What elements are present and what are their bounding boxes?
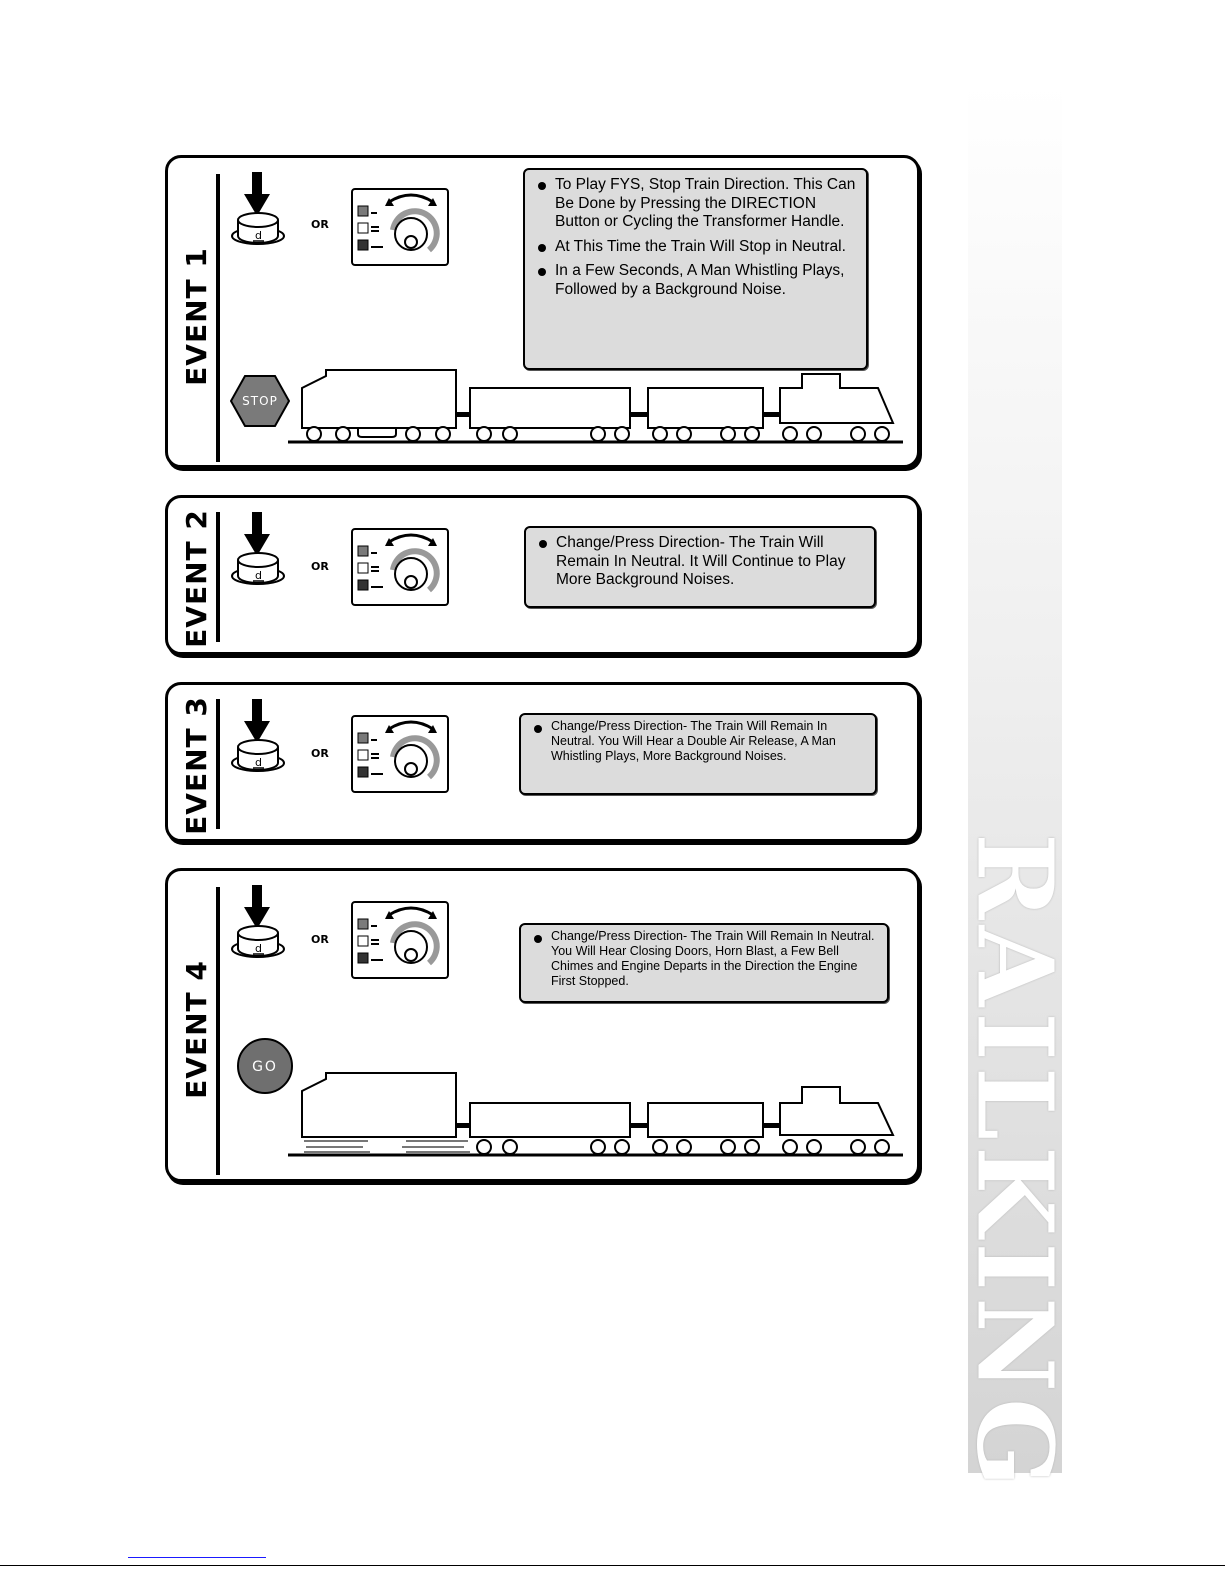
event-title: EVENT 4 xyxy=(179,959,213,1099)
event-panel-4: EVENT 4 d OR Change/Press Direction- The… xyxy=(165,868,920,1182)
note-item: To Play FYS, Stop Train Direction. This … xyxy=(538,176,856,231)
svg-text:GO: GO xyxy=(252,1059,278,1075)
instruction-note: Change/Press Direction- The Train Will R… xyxy=(524,526,876,608)
event-title: EVENT 2 xyxy=(179,509,213,648)
event-panel-3: EVENT 3 d OR Change/Press Direction- The… xyxy=(165,682,920,842)
brand-sidebar: RAILKING xyxy=(953,83,1077,1493)
direction-button-icon: d xyxy=(231,885,285,958)
svg-text:d: d xyxy=(255,229,262,242)
event-title: EVENT 1 xyxy=(179,246,213,386)
svg-text:d: d xyxy=(255,756,262,769)
event-panel-1: EVENT 1 d OR To Play FYS, Stop Train Dir… xyxy=(165,155,920,468)
footer-rule xyxy=(0,1565,1225,1566)
or-label: OR xyxy=(311,560,329,573)
note-item: Change/Press Direction- The Train Will R… xyxy=(539,534,864,590)
event-title: EVENT 3 xyxy=(179,696,213,835)
instruction-note: Change/Press Direction- The Train Will R… xyxy=(519,923,889,1003)
footer-link-line xyxy=(128,1557,266,1558)
transformer-handle-icon xyxy=(351,715,449,793)
transformer-handle-icon xyxy=(351,528,449,606)
event-panel-2: EVENT 2 d OR Change/Press Direction- The… xyxy=(165,495,920,655)
brand-logo: RAILKING xyxy=(953,833,1077,1493)
instruction-note: Change/Press Direction- The Train Will R… xyxy=(519,713,877,795)
or-label: OR xyxy=(311,933,329,946)
stop-sign-icon: STOP xyxy=(230,375,290,427)
note-item: Change/Press Direction- The Train Will R… xyxy=(534,719,865,764)
go-sign-icon: GO xyxy=(237,1038,293,1094)
direction-button-icon: d xyxy=(231,172,285,245)
train-icon xyxy=(288,1072,903,1157)
or-label: OR xyxy=(311,747,329,760)
svg-text:STOP: STOP xyxy=(242,394,278,408)
svg-text:d: d xyxy=(255,942,262,955)
instruction-note: To Play FYS, Stop Train Direction. This … xyxy=(523,168,868,370)
train-icon xyxy=(288,369,903,444)
note-item: Change/Press Direction- The Train Will R… xyxy=(534,929,877,989)
transformer-handle-icon xyxy=(351,188,449,266)
divider-line xyxy=(216,174,220,462)
divider-line xyxy=(216,887,220,1175)
direction-button-icon: d xyxy=(231,512,285,585)
direction-button-icon: d xyxy=(231,699,285,772)
note-item: In a Few Seconds, A Man Whistling Plays,… xyxy=(538,262,856,299)
divider-line xyxy=(216,699,220,829)
note-item: At This Time the Train Will Stop in Neut… xyxy=(538,238,856,257)
svg-text:d: d xyxy=(255,569,262,582)
transformer-handle-icon xyxy=(351,901,449,979)
or-label: OR xyxy=(311,218,329,231)
divider-line xyxy=(216,512,220,642)
